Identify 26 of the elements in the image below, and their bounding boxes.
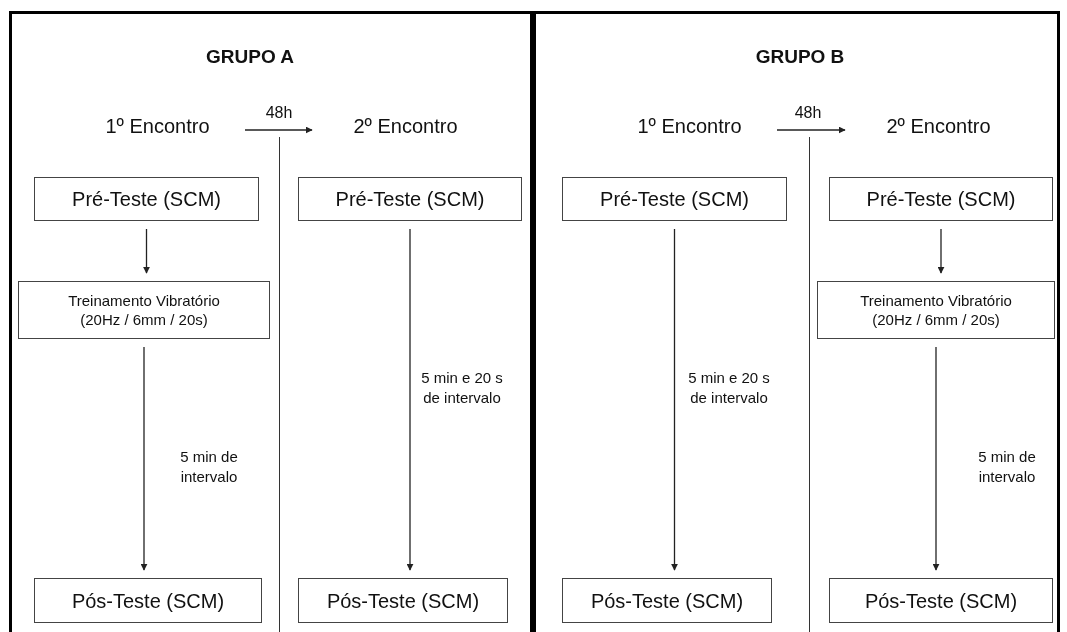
arrow bbox=[406, 228, 414, 571]
arrow bbox=[776, 126, 846, 134]
arrow bbox=[140, 346, 148, 571]
group-heading: GRUPO B bbox=[755, 46, 845, 68]
step-box: Pós-Teste (SCM) bbox=[34, 578, 262, 623]
step-box: Pré-Teste (SCM) bbox=[562, 177, 787, 221]
arrow bbox=[932, 346, 940, 571]
step-box: Treinamento Vibratório (20Hz / 6mm / 20s) bbox=[18, 281, 270, 339]
step-box: Pré-Teste (SCM) bbox=[829, 177, 1053, 221]
arrow bbox=[671, 228, 678, 571]
arrow bbox=[937, 228, 945, 274]
group-heading: GRUPO A bbox=[206, 46, 294, 68]
step-box: Treinamento Vibratório (20Hz / 6mm / 20s) bbox=[817, 281, 1055, 339]
step-box: Pré-Teste (SCM) bbox=[34, 177, 259, 221]
arrow bbox=[244, 126, 313, 134]
session-label: 2º Encontro bbox=[851, 108, 1026, 144]
group-panel bbox=[533, 11, 1060, 632]
session-label: 1º Encontro bbox=[602, 108, 777, 144]
step-box: Pré-Teste (SCM) bbox=[298, 177, 522, 221]
step-box: Pós-Teste (SCM) bbox=[829, 578, 1053, 623]
session-label: 2º Encontro bbox=[318, 108, 493, 144]
session-label: 1º Encontro bbox=[70, 108, 245, 144]
step-box: Pós-Teste (SCM) bbox=[298, 578, 508, 623]
group-panel bbox=[9, 11, 533, 632]
step-box: Pós-Teste (SCM) bbox=[562, 578, 772, 623]
arrow bbox=[143, 228, 150, 274]
